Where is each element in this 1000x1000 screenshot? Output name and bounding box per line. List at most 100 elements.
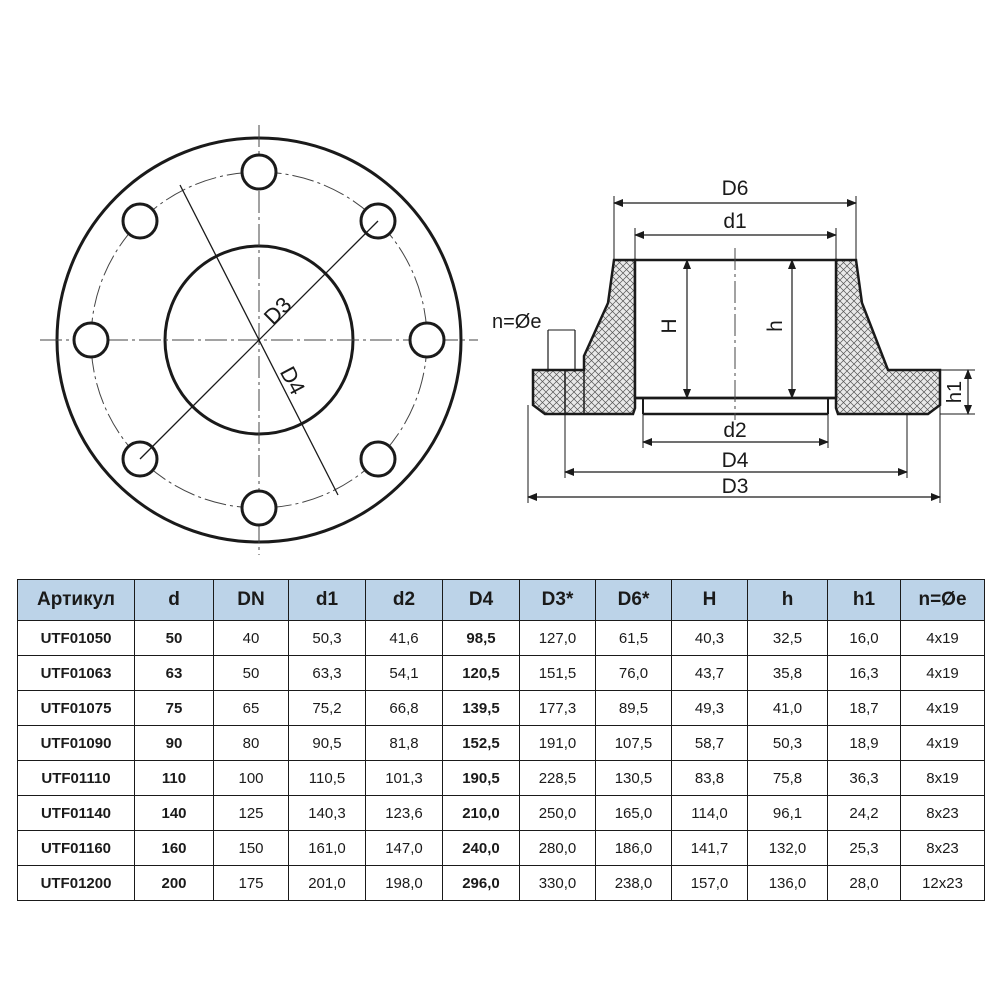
column-header: d1	[288, 579, 366, 621]
table-cell: 50	[134, 620, 214, 656]
d4-section-label: D4	[722, 449, 749, 472]
table-cell: 130,5	[595, 760, 672, 796]
table-cell: 50	[213, 655, 289, 691]
table-cell: 101,3	[365, 760, 443, 796]
table-cell: 58,7	[671, 725, 748, 761]
table-cell: 90	[134, 725, 214, 761]
section-body-right	[834, 258, 942, 416]
article-cell: UTF01090	[17, 725, 135, 761]
bolt-hole	[121, 202, 159, 240]
flange-section-view: D6 d1 d2 D4 D3 H h h1 n=Øe	[492, 177, 975, 503]
table-cell: 76,0	[595, 655, 672, 691]
table-cell: 80	[213, 725, 289, 761]
table-cell: 228,5	[519, 760, 596, 796]
table-cell: 4x19	[900, 655, 985, 691]
table-cell: 43,7	[671, 655, 748, 691]
d4-dimension-line	[179, 184, 339, 496]
table-cell: 65	[213, 690, 289, 726]
table-cell: 75	[134, 690, 214, 726]
table-cell: 89,5	[595, 690, 672, 726]
table-cell: 139,5	[442, 690, 520, 726]
column-header: D6*	[595, 579, 672, 621]
table-cell: 165,0	[595, 795, 672, 831]
table-cell: 36,3	[827, 760, 901, 796]
table-cell: 16,0	[827, 620, 901, 656]
table-cell: 210,0	[442, 795, 520, 831]
table-cell: 98,5	[442, 620, 520, 656]
table-cell: 50,3	[288, 620, 366, 656]
table-cell: 8x23	[900, 830, 985, 866]
table-cell: 186,0	[595, 830, 672, 866]
article-cell: UTF01200	[17, 865, 135, 901]
column-header: d2	[365, 579, 443, 621]
table-cell: 160	[134, 830, 214, 866]
table-cell: 4x19	[900, 620, 985, 656]
column-header: D3*	[519, 579, 596, 621]
table-cell: 96,1	[747, 795, 828, 831]
table-cell: 28,0	[827, 865, 901, 901]
table-cell: 75,8	[747, 760, 828, 796]
bolt-hole	[72, 321, 110, 359]
h-small-label: h	[764, 320, 787, 332]
table-cell: 157,0	[671, 865, 748, 901]
table-cell: 63	[134, 655, 214, 691]
column-header: h	[747, 579, 828, 621]
table-cell: 280,0	[519, 830, 596, 866]
table-cell: 12x23	[900, 865, 985, 901]
table-cell: 152,5	[442, 725, 520, 761]
table-cell: 81,8	[365, 725, 443, 761]
table-cell: 50,3	[747, 725, 828, 761]
table-cell: 132,0	[747, 830, 828, 866]
table-cell: 41,6	[365, 620, 443, 656]
article-cell: UTF01140	[17, 795, 135, 831]
table-cell: 238,0	[595, 865, 672, 901]
column-header: Артикул	[17, 579, 135, 621]
table-cell: 90,5	[288, 725, 366, 761]
d6-label: D6	[722, 177, 749, 200]
article-cell: UTF01110	[17, 760, 135, 796]
table-cell: 198,0	[365, 865, 443, 901]
table-cell: 175	[213, 865, 289, 901]
table-cell: 66,8	[365, 690, 443, 726]
table-cell: 8x23	[900, 795, 985, 831]
column-header: n=Øe	[900, 579, 985, 621]
bolt-hole	[240, 153, 278, 191]
table-cell: 25,3	[827, 830, 901, 866]
table-cell: 191,0	[519, 725, 596, 761]
flange-front-view: D3 D4	[40, 125, 478, 555]
table-cell: 8x19	[900, 760, 985, 796]
table-cell: 41,0	[747, 690, 828, 726]
column-header: DN	[213, 579, 289, 621]
table-cell: 136,0	[747, 865, 828, 901]
article-cell: UTF01075	[17, 690, 135, 726]
table-cell: 107,5	[595, 725, 672, 761]
bolt-hole	[240, 489, 278, 527]
table-cell: 4x19	[900, 690, 985, 726]
dimension-lines	[527, 199, 972, 501]
table-cell: 114,0	[671, 795, 748, 831]
table-cell: 127,0	[519, 620, 596, 656]
table-cell: 190,5	[442, 760, 520, 796]
column-header: H	[671, 579, 748, 621]
table-cell: 18,7	[827, 690, 901, 726]
table-cell: 63,3	[288, 655, 366, 691]
table-cell: 147,0	[365, 830, 443, 866]
table-cell: 40	[213, 620, 289, 656]
table-cell: 24,2	[827, 795, 901, 831]
h-big-label: H	[658, 318, 681, 333]
table-cell: 32,5	[747, 620, 828, 656]
table-cell: 16,3	[827, 655, 901, 691]
d2-label: d2	[723, 419, 746, 442]
article-cell: UTF01063	[17, 655, 135, 691]
d1-label: d1	[723, 210, 746, 233]
table-cell: 61,5	[595, 620, 672, 656]
table-cell: 49,3	[671, 690, 748, 726]
table-cell: 18,9	[827, 725, 901, 761]
table-cell: 125	[213, 795, 289, 831]
table-cell: 330,0	[519, 865, 596, 901]
table-cell: 40,3	[671, 620, 748, 656]
column-header: D4	[442, 579, 520, 621]
